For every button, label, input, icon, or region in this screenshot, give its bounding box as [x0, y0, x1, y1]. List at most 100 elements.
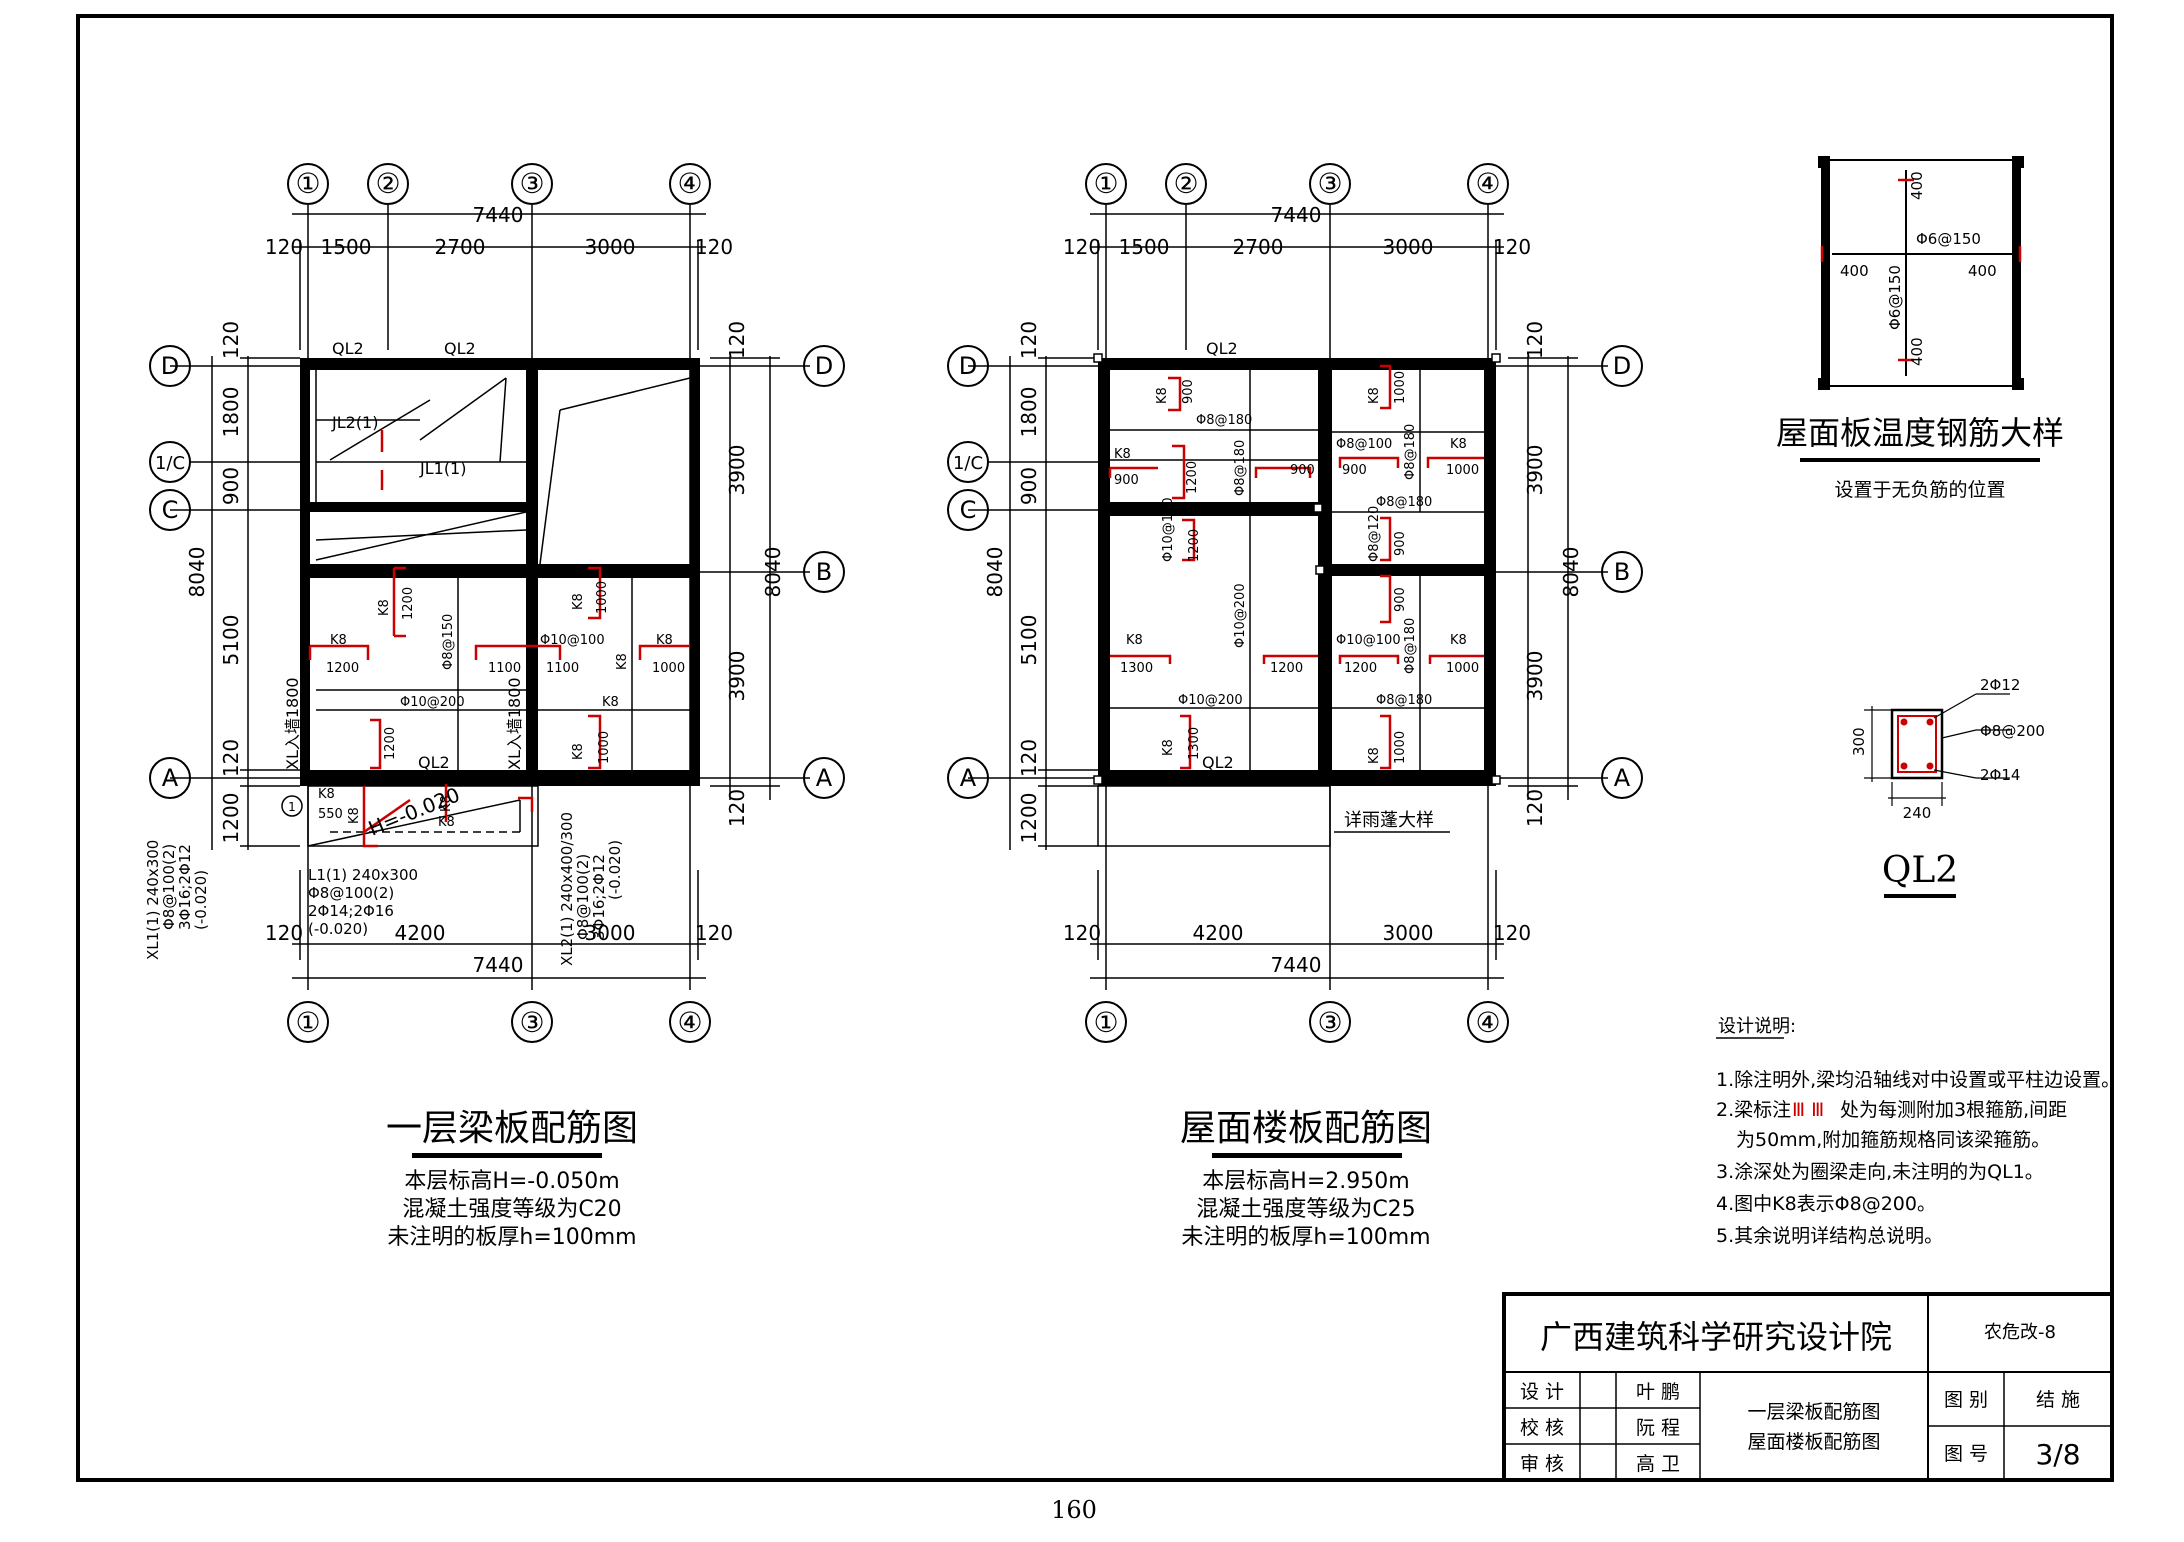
name-review: 高 卫 [1636, 1453, 1680, 1475]
rebar-label: K8 [602, 695, 619, 710]
rebar-label: 900 [1290, 463, 1315, 478]
rebar-label: Φ8@180 [1196, 413, 1252, 428]
number-label: 图 号 [1944, 1443, 1988, 1465]
axis-1c-left: 1/C [155, 453, 185, 474]
number-value: 3/8 [2035, 1438, 2080, 1471]
dim-top-1: 1500 [321, 235, 372, 259]
dim-bottom-0: 120 [265, 921, 303, 945]
dim-right-0: 120 [725, 321, 749, 359]
temp-label: Φ6@150 [1916, 230, 1981, 248]
roof-axis-bubbles-right: D B A [1601, 345, 1643, 799]
rebar-label: Φ8@180 [1376, 495, 1432, 510]
roof-axis-1: ① [1093, 167, 1118, 200]
dim-bottom-1: 4200 [395, 921, 446, 945]
detail-temperature-rebar: 400 Φ6@150 400 400 Φ6@150 400 屋面板温度钢筋大样 … [1776, 156, 2064, 501]
note-3: 3.涂深处为圈梁走向,未注明的为QL1。 [1716, 1161, 2044, 1183]
ql2-width: 240 [1903, 804, 1932, 822]
roof-axis-4: ④ [1475, 167, 1500, 200]
rebar-label: Φ8@150 [441, 614, 456, 670]
roof-axis-bubbles-bottom: ① ③ ④ [1085, 1001, 1509, 1043]
plan2-note-2: 混凝土强度等级为C25 [1196, 1197, 1415, 1222]
xl1-note: Φ8@100(2) [160, 844, 178, 930]
roof-dim-top-0: 120 [1063, 235, 1101, 259]
roof-dim-right-total: 8040 [1559, 547, 1583, 598]
rebar-label: K8 [1450, 633, 1467, 648]
canopy-axis-mark: 1 [288, 800, 296, 814]
detail-ql2-section: 2Φ12 Φ8@200 2Φ14 300 240 QL2 [1850, 676, 2045, 898]
roof-dim-bottom-3: 120 [1493, 921, 1531, 945]
roof-axis-1c-left: 1/C [953, 453, 983, 474]
axis-bubbles-right: D B A [803, 345, 845, 799]
xl1-note: (-0.020) [192, 870, 210, 930]
xl2-note: (-0.020) [606, 840, 624, 900]
dim-right-1: 3900 [725, 445, 749, 496]
roof-dim-bottom-0: 120 [1063, 921, 1101, 945]
ql2-bottom-bars: 2Φ14 [1980, 766, 2020, 784]
institute-name: 广西建筑科学研究设计院 [1540, 1318, 1892, 1356]
roof-dim-total-top: 7440 [1271, 203, 1322, 227]
rebar-label: 900 [1181, 379, 1196, 404]
roof-axis-3: ③ [1317, 167, 1342, 200]
rebar-marks [308, 430, 690, 848]
rebar-label: K8 [615, 653, 630, 670]
dim-bottom-3: 120 [695, 921, 733, 945]
roof-dim-right-0: 120 [1523, 321, 1547, 359]
roof-dim-left-5: 1200 [1017, 793, 1041, 844]
rebar-label: 1000 [595, 581, 610, 614]
xl2-note: 3Φ16;2Φ12 [590, 854, 608, 940]
plan2-note-3: 未注明的板厚h=100mm [1181, 1225, 1430, 1250]
rebar-label: Φ10@200 [1233, 583, 1248, 648]
rebar-label: Φ8@180 [1403, 618, 1418, 674]
dim-total-top: 7440 [473, 203, 524, 227]
roof-dim-top-2: 2700 [1233, 235, 1284, 259]
plan-first-floor [170, 205, 810, 990]
roof-dim-right-2: 3900 [1523, 651, 1547, 702]
ql2-title: QL2 [1882, 850, 1958, 891]
roof-dim-top-3: 3000 [1383, 235, 1434, 259]
roof-axis-bubbles-top: ① ② ③ ④ [1085, 163, 1509, 205]
roof-dim-left-0: 120 [1017, 321, 1041, 359]
rebar-label: Φ8@100 [1336, 437, 1392, 452]
project-code: 农危改-8 [1984, 1322, 2056, 1343]
temp-label: 400 [1840, 262, 1869, 280]
plan1-title: 一层梁板配筋图 [386, 1108, 638, 1149]
role-design: 设 计 [1520, 1381, 1564, 1403]
rebar-label: Φ10@120 [1161, 497, 1176, 562]
rebar-label: K8 [1155, 387, 1170, 404]
axis-bubbles-left: D 1/C C A [149, 345, 191, 799]
rebar-label: 1000 [597, 731, 612, 764]
rebar-label: K8 [1367, 387, 1382, 404]
axis-1: ① [295, 167, 320, 200]
plan1-note-3: 未注明的板厚h=100mm [387, 1225, 636, 1250]
dim-top-2: 2700 [435, 235, 486, 259]
rebar-label: 1000 [1393, 371, 1408, 404]
roof-axis-a-right: A [1614, 764, 1631, 792]
rebar-label: 1200 [1270, 661, 1303, 676]
rebar-label: 900 [1393, 587, 1408, 612]
rebar-label: 1300 [1187, 727, 1202, 760]
roof-dim-right-1: 3900 [1523, 445, 1547, 496]
dim-left-3: 5100 [219, 615, 243, 666]
dim-left-1: 1800 [219, 387, 243, 438]
roof-axis-c-left: C [960, 496, 977, 524]
temp-detail-subtitle: 设置于无负筋的位置 [1834, 479, 2005, 501]
rebar-label: 1200 [1344, 661, 1377, 676]
rebar-label: 900 [1342, 463, 1367, 478]
dim-right-total: 8040 [761, 547, 785, 598]
rebar-label: Φ8@180 [1403, 424, 1418, 480]
note-2c: 为50mm,附加箍筋规格同该梁箍筋。 [1736, 1129, 2050, 1151]
axis-a-right: A [816, 764, 833, 792]
xl2-note: Φ8@100(2) [574, 854, 592, 940]
axis-b-right: B [816, 558, 832, 586]
temp-label: Φ6@150 [1886, 265, 1904, 330]
rebar-label: 1200 [383, 727, 398, 760]
rebar-label: K8 [377, 599, 392, 616]
rebar-label: K8 [1114, 447, 1131, 462]
temp-detail-title: 屋面板温度钢筋大样 [1776, 414, 2064, 452]
canopy-label: 550 [318, 807, 343, 822]
roof-dim-left-4: 120 [1017, 739, 1041, 777]
canopy-label: K8 [347, 807, 362, 824]
sheet-border [76, 14, 2114, 1482]
l1-note: L1(1) 240x300 [308, 866, 418, 884]
dim-left-5: 1200 [219, 793, 243, 844]
